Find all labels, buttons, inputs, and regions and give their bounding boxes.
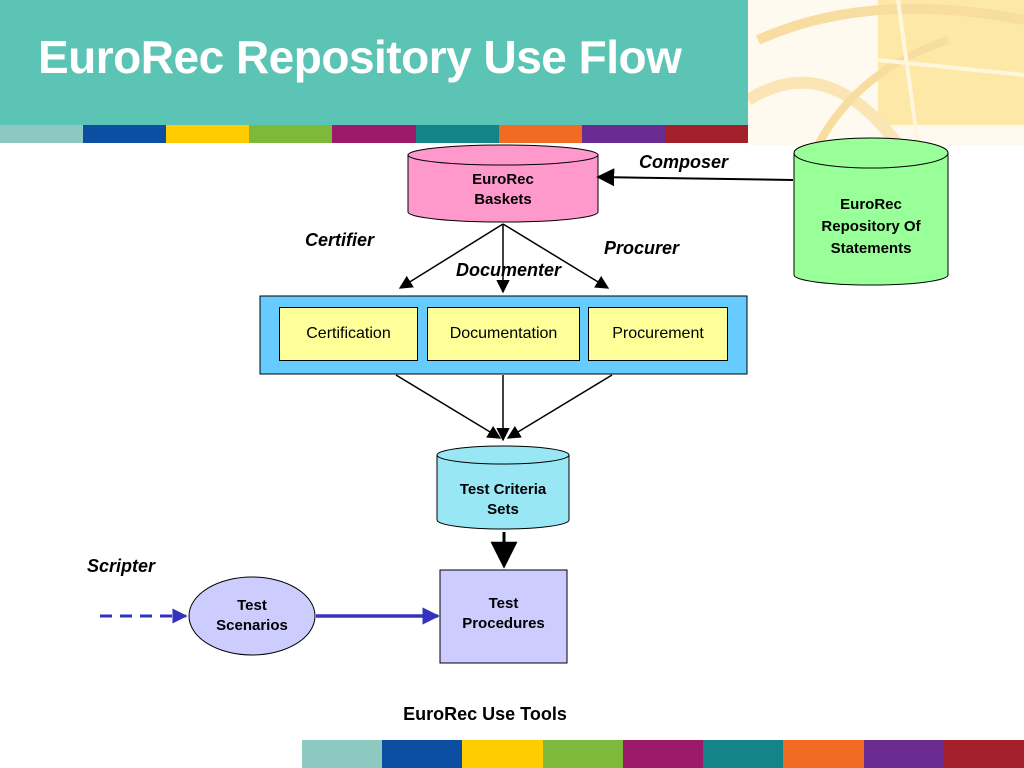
procurement-box: Procurement: [588, 307, 728, 361]
test-scenarios-ellipse: [188, 576, 316, 656]
procurer-arrow: [502, 223, 610, 289]
stripe-segment-3: [249, 125, 333, 143]
stripe-segment-7: [863, 740, 944, 768]
eurorec-baskets-cylinder: [407, 144, 599, 223]
top-color-stripe: [0, 125, 748, 143]
certification-to-criteria-arrow: [395, 374, 502, 439]
stripe-segment-0: [302, 740, 383, 768]
stripe-segment-8: [664, 125, 748, 143]
bottom-color-stripe: [302, 740, 1024, 768]
eurorec-baskets-label: EuroRec Baskets: [472, 171, 534, 208]
stripe-segment-7: [581, 125, 665, 143]
procurer-label: Procurer: [604, 238, 680, 258]
test-procedures-label: Test Procedures: [462, 595, 545, 632]
stripe-segment-8: [943, 740, 1024, 768]
procurement-to-criteria-arrow: [506, 374, 613, 439]
stripe-segment-3: [542, 740, 623, 768]
stripe-segment-4: [332, 125, 416, 143]
stripe-segment-5: [415, 125, 499, 143]
composer-arrow: [596, 168, 794, 187]
stripe-segment-6: [783, 740, 864, 768]
title-banner: EuroRec Repository Use Flow: [0, 0, 748, 125]
stripe-segment-4: [622, 740, 704, 768]
stripe-segment-1: [382, 740, 463, 768]
test-scenarios-label: Test Scenarios: [216, 597, 288, 634]
globe-decoration: [748, 0, 1024, 145]
stripe-segment-1: [83, 125, 167, 143]
stripe-segment-6: [498, 125, 582, 143]
certifier-label: Certifier: [305, 230, 375, 250]
certification-box: Certification: [279, 307, 418, 361]
stripe-segment-2: [166, 125, 250, 143]
certifier-arrow: [398, 223, 504, 289]
stripe-segment-0: [0, 125, 84, 143]
repository-label: EuroRec Repository Of Statements: [821, 196, 921, 257]
repository-cylinder: [793, 137, 949, 286]
test-criteria-cylinder: [436, 445, 570, 530]
test-procedures-box: [439, 569, 568, 664]
stripe-segment-2: [462, 740, 543, 768]
test-criteria-label: Test Criteria Sets: [459, 481, 547, 518]
scripter-label: Scripter: [87, 556, 156, 576]
documentation-box: Documentation: [427, 307, 580, 361]
footer-caption: EuroRec Use Tools: [403, 704, 567, 724]
page-title: EuroRec Repository Use Flow: [38, 31, 682, 83]
composer-label: Composer: [639, 152, 729, 172]
stripe-segment-5: [703, 740, 784, 768]
documenter-label: Documenter: [456, 260, 562, 280]
